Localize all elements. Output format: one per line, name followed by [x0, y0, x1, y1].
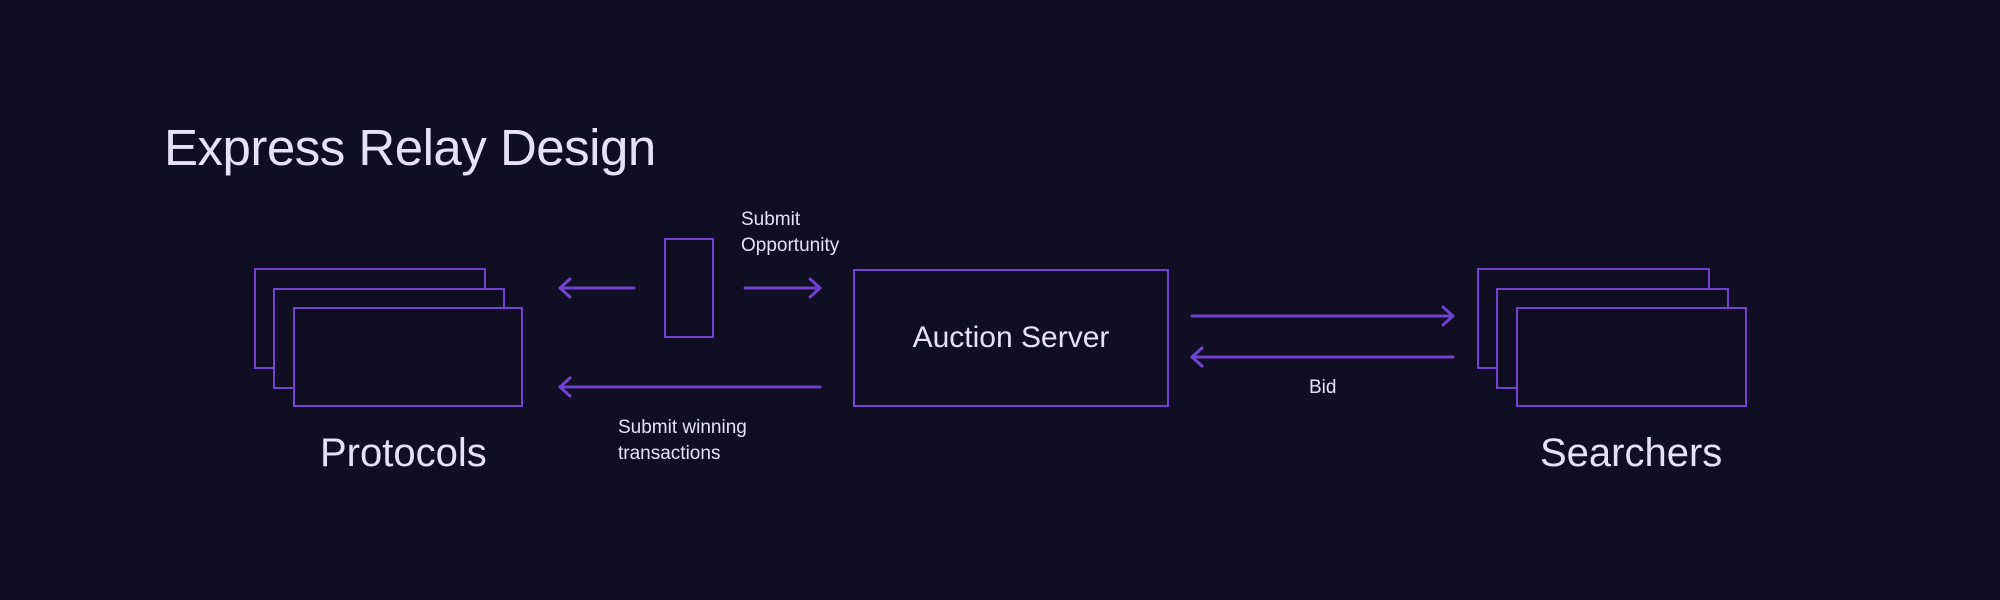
- submit-opportunity-label-line1: Submit: [741, 209, 801, 230]
- submit-winning-label: Submit winning transactions: [618, 415, 747, 467]
- protocols-box-front: [293, 307, 523, 407]
- opportunity-token: [664, 238, 714, 338]
- arrow-token-to-protocols: [558, 277, 636, 299]
- auction-server-box: [853, 269, 1169, 407]
- arrow-searchers-to-server: [1190, 346, 1455, 368]
- submit-winning-label-line1: Submit winning: [618, 417, 747, 438]
- diagram-title: Express Relay Design: [164, 119, 656, 176]
- searchers-label: Searchers: [1540, 431, 1723, 475]
- protocols-label: Protocols: [320, 431, 487, 475]
- arrow-server-to-searchers: [1190, 305, 1455, 327]
- auction-server-label: Auction Server: [912, 321, 1110, 354]
- arrow-server-to-protocols: [558, 376, 822, 398]
- arrow-token-to-server: [743, 277, 822, 299]
- submit-opportunity-label-line2: Opportunity: [741, 235, 840, 256]
- submit-winning-label-line2: transactions: [618, 443, 721, 464]
- submit-opportunity-label: Submit Opportunity: [741, 207, 839, 259]
- searchers-box-front: [1516, 307, 1747, 407]
- bid-label: Bid: [1309, 377, 1337, 398]
